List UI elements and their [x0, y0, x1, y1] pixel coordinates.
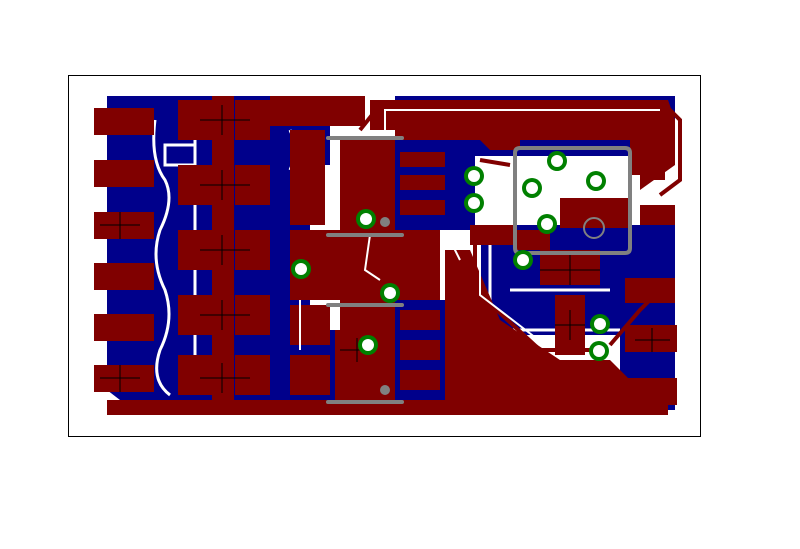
silk-connector-outline	[513, 146, 632, 255]
via-layer	[291, 151, 610, 361]
via-hole	[594, 318, 606, 330]
via-hole	[526, 182, 538, 194]
edge-pad-4	[94, 263, 154, 290]
via-hole	[551, 155, 563, 167]
via-hole	[384, 287, 396, 299]
via-hole	[295, 263, 307, 275]
via-hole	[590, 175, 602, 187]
edge-pad-1	[94, 108, 154, 135]
edge-pad-5	[94, 314, 154, 341]
via-hole	[362, 339, 374, 351]
via-hole	[593, 345, 605, 357]
via-hole	[360, 213, 372, 225]
silk-dots	[380, 217, 390, 395]
top-clearance	[299, 109, 660, 350]
silk-mount-circle	[583, 217, 605, 239]
edge-pad-2	[94, 160, 154, 187]
via-hole	[517, 254, 529, 266]
silkscreen-layer	[326, 136, 632, 404]
via-hole	[468, 170, 480, 182]
via-hole	[468, 197, 480, 209]
via-hole	[541, 218, 553, 230]
